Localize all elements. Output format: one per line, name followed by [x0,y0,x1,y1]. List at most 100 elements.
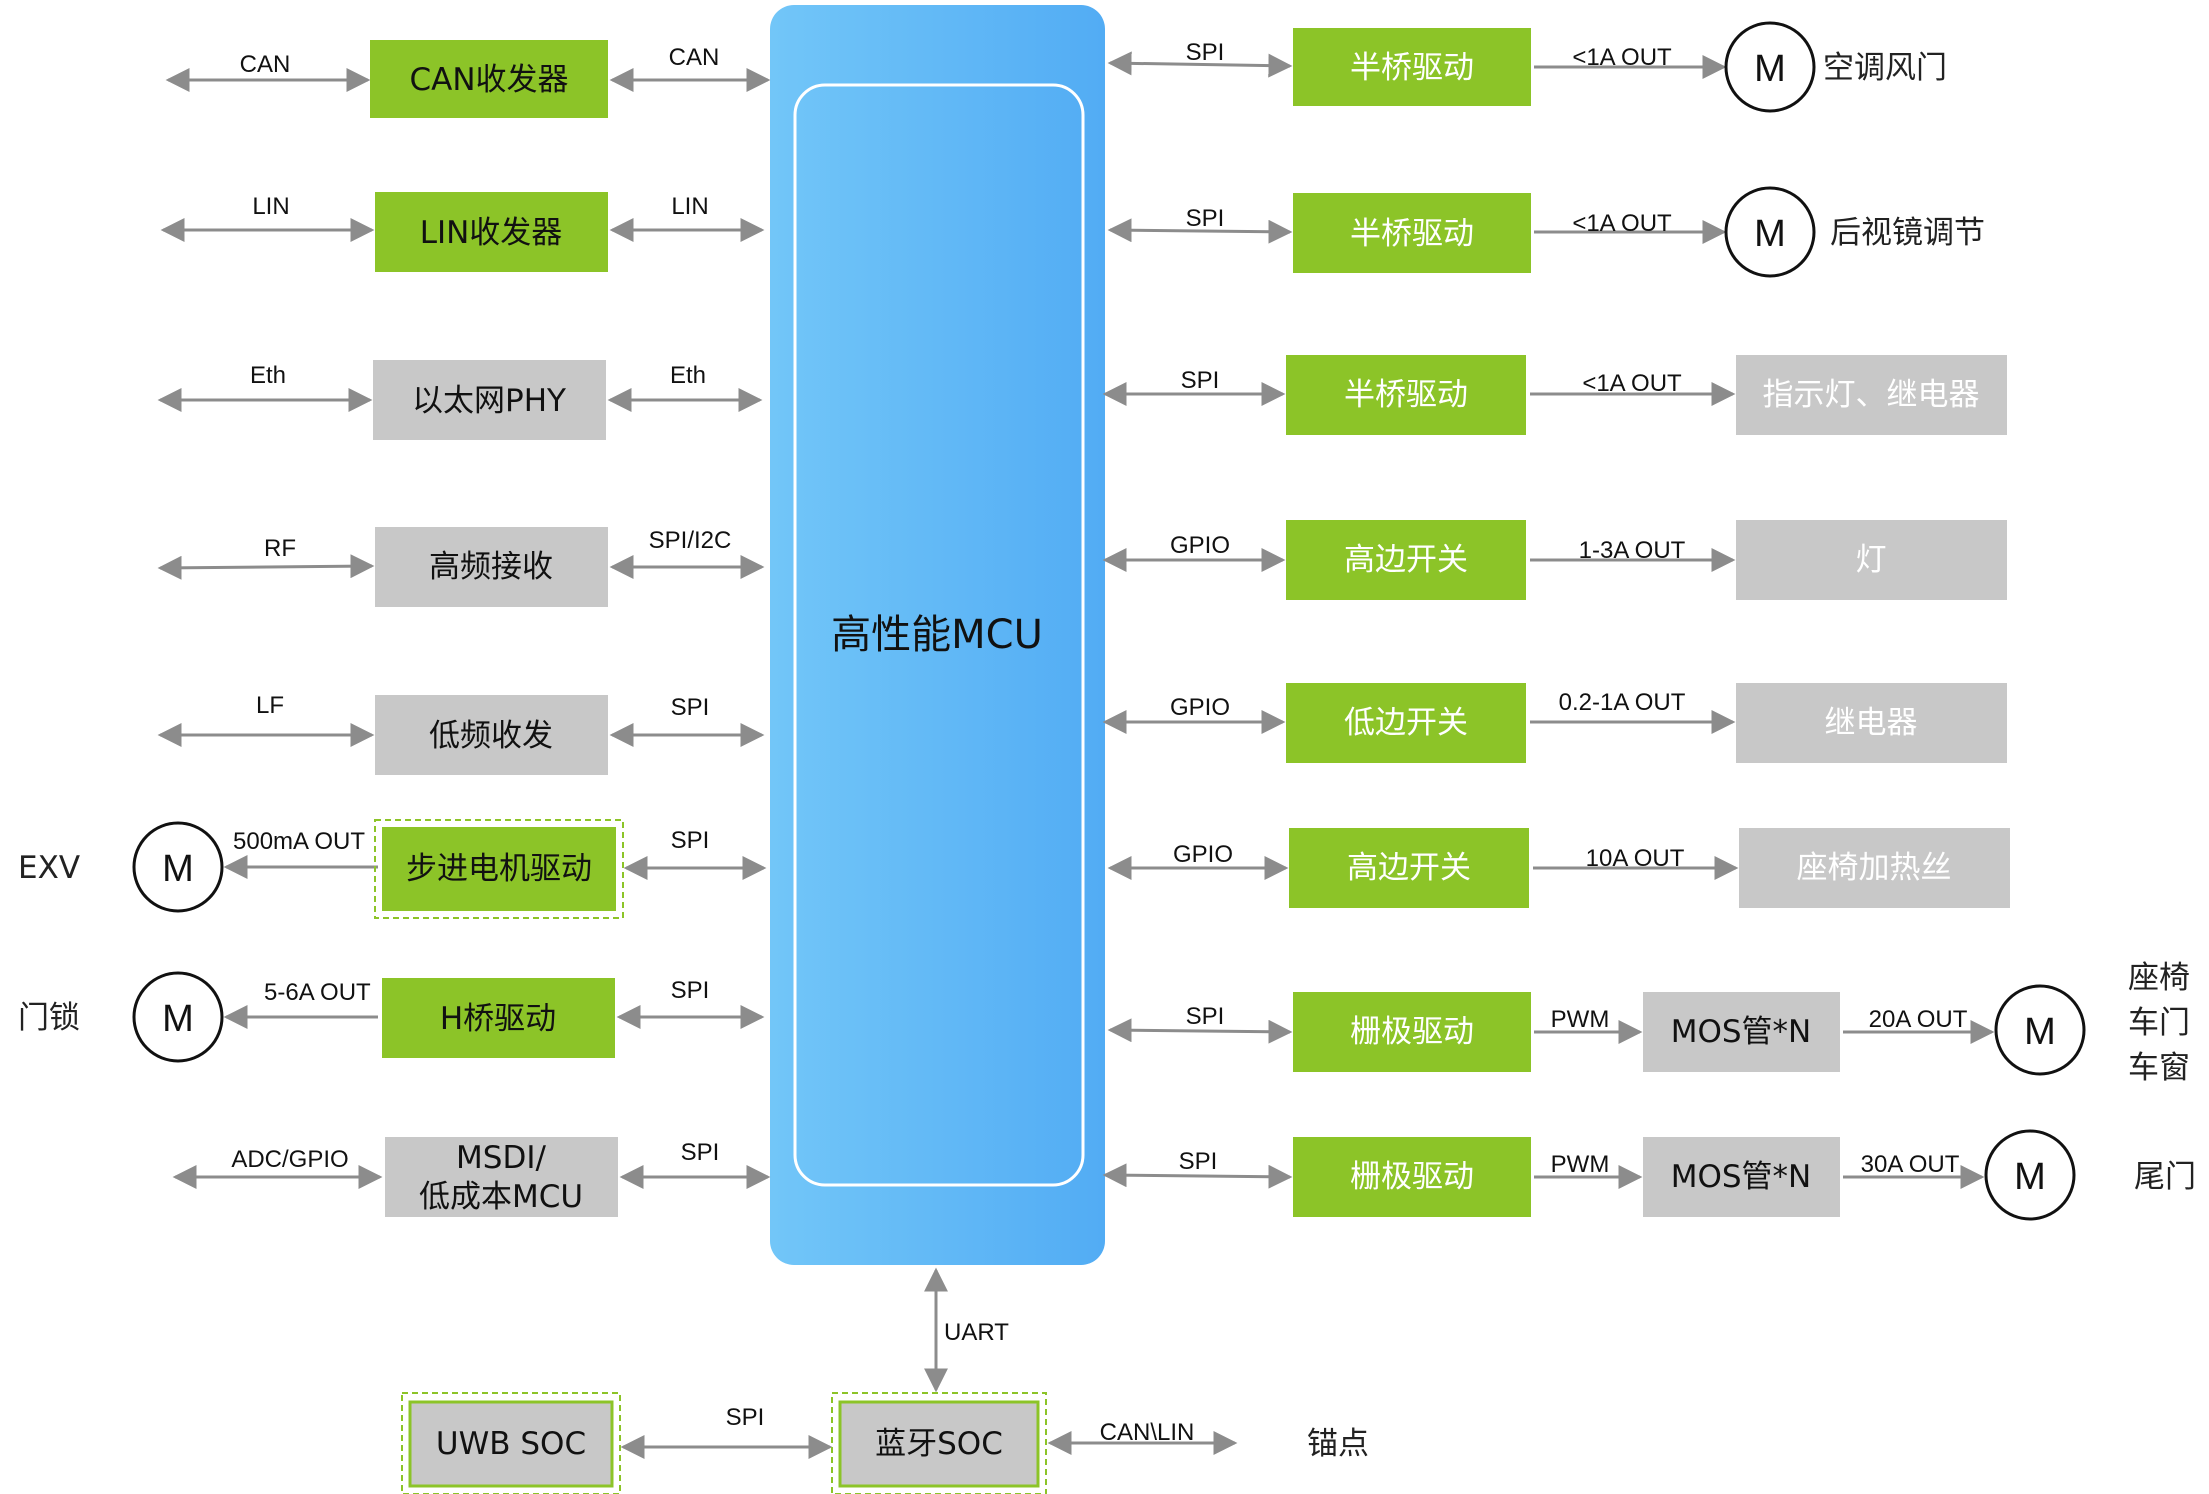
exv-label: EXV [18,850,80,886]
r2-motor [1724,186,1816,278]
r2-driver-label: 半桥驱动 [1350,216,1474,252]
msdi-low-cost-mcu [385,1137,618,1217]
uwb-bt-spi-label: SPI [726,1404,765,1431]
msdi-label-line1: MSDI/ [456,1140,546,1176]
r6-output-label: 10A OUT [1586,845,1685,872]
r2-half-bridge-driver [1293,193,1531,273]
bluetooth-soc-dashed-border [831,1392,1047,1494]
rf-receiver-label: 高频接收 [429,549,553,585]
stepper-output-label: 500mA OUT [233,828,365,855]
r4-high-side-switch [1286,520,1526,600]
r7-mosfet [1643,992,1840,1072]
door-lock-label: 门锁 [18,1000,80,1036]
lf-inner-label: SPI [671,694,710,721]
r8-gate-driver [1293,1137,1531,1217]
r7-bus-arrow [1107,1018,1293,1044]
right-row-1: SPI 半桥驱动 <1A OUT M 空调风门 [1107,21,1947,113]
door-lock-motor-label: M [162,998,194,1040]
lin-row: LIN LIN收发器 LIN [160,192,765,272]
r8-mosfet [1643,1137,1840,1217]
r2-target-label: 后视镜调节 [1830,215,1985,251]
mcu-block: 高性能MCU [770,5,1105,1265]
msdi-label-line2: 低成本MCU [419,1179,583,1215]
hbridge-driver-label: H桥驱动 [440,1001,556,1037]
lf-outer-label: LF [256,692,284,719]
r3-output-label: <1A OUT [1582,370,1682,397]
r1-driver-label: 半桥驱动 [1350,50,1474,86]
right-row-4: GPIO 高边开关 1-3A OUT 灯 [1102,520,2007,600]
r1-half-bridge-driver [1293,28,1531,106]
r3-driver-label: 半桥驱动 [1344,377,1468,413]
r5-driver-label: 低边开关 [1344,705,1468,741]
r3-bus-label: SPI [1181,367,1220,394]
msdi-inner-label: SPI [681,1139,720,1166]
r8-target-label: 尾门 [2134,1159,2196,1195]
can-transceiver [370,40,608,118]
r7-gate-driver [1293,992,1531,1072]
r8-bus-arrow [1102,1163,1293,1189]
eth-outer-label: Eth [250,362,286,389]
bluetooth-soc-label: 蓝牙SOC [875,1426,1003,1462]
uwb-soc-label: UWB SOC [436,1426,586,1462]
door-lock-motor [132,971,224,1063]
can-transceiver-label: CAN收发器 [409,62,568,98]
r8-motor-label: M [2014,1156,2046,1198]
r1-output-label: <1A OUT [1572,44,1672,71]
uwb-soc [408,1400,614,1488]
bluetooth-soc [838,1400,1040,1488]
bottom-section: UART UWB SOC SPI 蓝牙SOC CAN\LIN 锚点 [401,1267,1369,1494]
r8-driver-label: 栅极驱动 [1350,1159,1474,1195]
r7-target-door: 车门 [2128,1005,2190,1041]
r6-high-side-switch [1289,828,1529,908]
r8-output-label: 30A OUT [1861,1151,1960,1178]
r8-mosfet-label: MOS管*N [1671,1159,1812,1195]
rf-inner-label: SPI/I2C [649,527,732,554]
r7-pwm-label: PWM [1551,1006,1610,1033]
can-outer-label: CAN [240,51,291,78]
r7-motor-label: M [2024,1011,2056,1053]
stepper-motor-driver-label: 步进电机驱动 [406,851,592,887]
lin-transceiver [375,192,608,272]
r2-bus-arrow [1107,218,1293,244]
r3-load-label: 指示灯、继电器 [1763,377,1980,413]
rf-receiver [375,527,608,607]
right-row-2: SPI 半桥驱动 <1A OUT M 后视镜调节 [1107,186,1985,278]
r3-half-bridge-driver [1286,355,1526,435]
r2-output-label: <1A OUT [1572,210,1672,237]
hbridge-inner-label: SPI [671,977,710,1004]
r4-output-label: 1-3A OUT [1579,537,1686,564]
r7-motor [1994,984,2086,1076]
r5-output-label: 0.2-1A OUT [1559,689,1686,716]
r5-load [1736,683,2007,763]
r7-bus-label: SPI [1186,1003,1225,1030]
lf-transceiver [375,695,608,775]
right-row-5: GPIO 低边开关 0.2-1A OUT 继电器 [1102,683,2007,763]
hbridge-driver [382,978,615,1058]
r8-bus-label: SPI [1179,1148,1218,1175]
r7-driver-label: 栅极驱动 [1350,1014,1474,1050]
r4-load-label: 灯 [1856,542,1887,578]
r6-load [1739,828,2010,908]
right-row-6: GPIO 高边开关 10A OUT 座椅加热丝 [1107,828,2010,908]
r8-motor [1984,1129,2076,1221]
lin-transceiver-label: LIN收发器 [420,215,563,251]
uart-label: UART [944,1319,1009,1346]
msdi-outer-label: ADC/GPIO [231,1146,348,1173]
msdi-row: ADC/GPIO MSDI/ 低成本MCU SPI [172,1137,771,1217]
r5-load-label: 继电器 [1825,705,1918,741]
ethernet-phy-label: 以太网PHY [412,383,566,419]
r4-driver-label: 高边开关 [1344,542,1468,578]
r1-motor [1724,21,1816,113]
r1-target-label: 空调风门 [1823,50,1947,86]
rf-row: RF 高频接收 SPI/I2C [157,527,765,607]
r1-bus-arrow [1107,51,1293,78]
r4-load [1736,520,2007,600]
right-row-3: SPI 半桥驱动 <1A OUT 指示灯、继电器 [1102,355,2007,435]
r7-mosfet-label: MOS管*N [1671,1014,1812,1050]
can-row: CAN CAN收发器 CAN [165,40,771,118]
right-row-8: SPI 栅极驱动 PWM MOS管*N 30A OUT M 尾门 [1102,1129,2196,1221]
can-inner-label: CAN [669,44,720,71]
stepper-driver-dashed-border [374,819,624,919]
rf-outer-arrow [157,554,375,580]
